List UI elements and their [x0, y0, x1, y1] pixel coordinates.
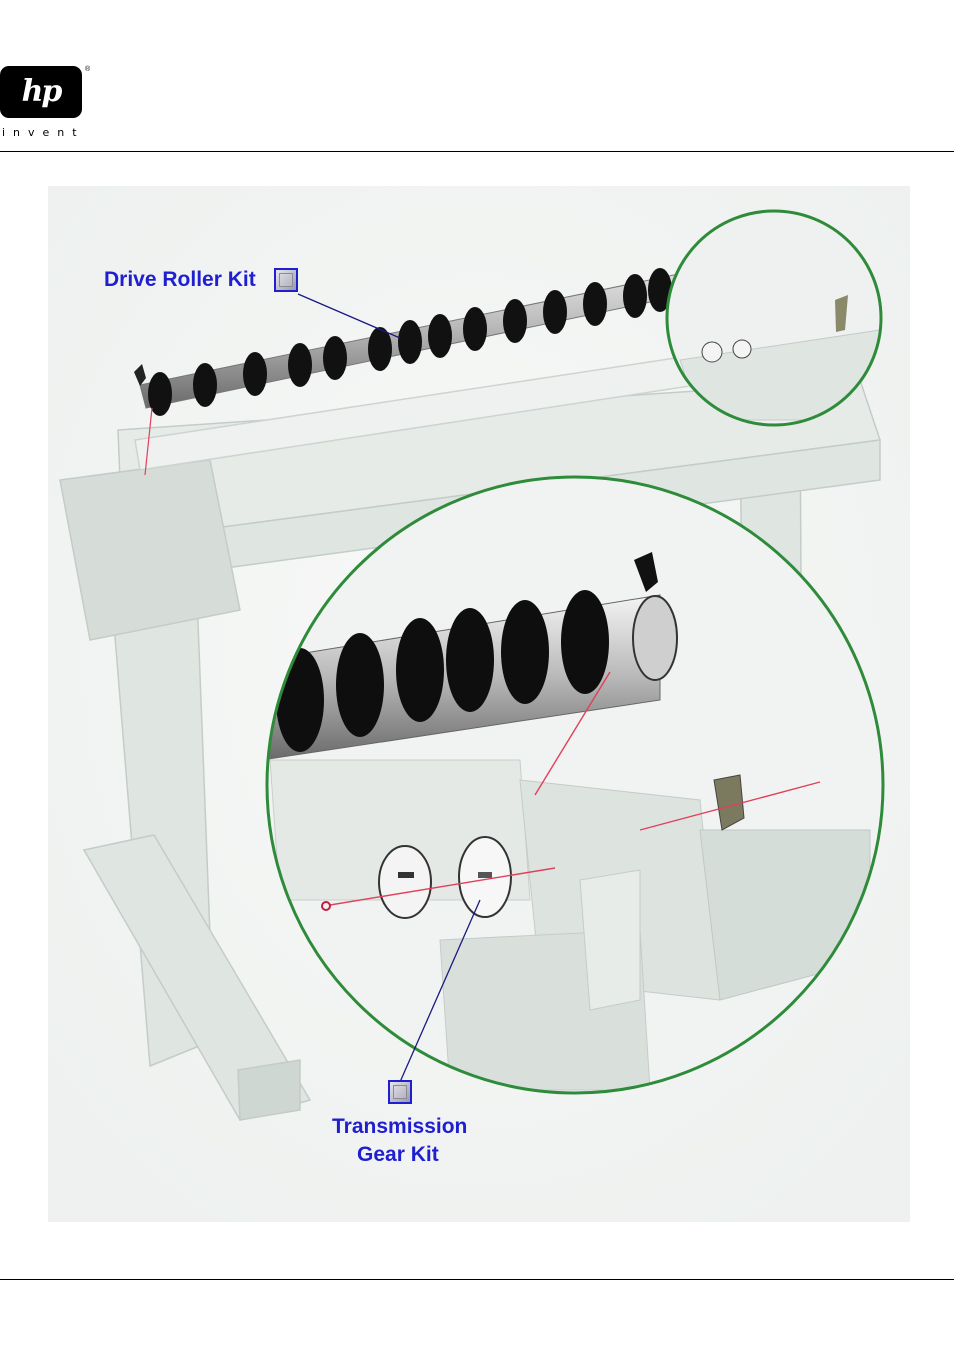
drive-roller-kit-button[interactable] — [274, 268, 298, 292]
transmission-gear-kit-label-line2: Gear Kit — [357, 1143, 439, 1167]
transmission-gear-kit-label-line1: Transmission — [332, 1115, 467, 1139]
footer-divider — [0, 1279, 954, 1280]
transmission-gear-kit-button[interactable] — [388, 1080, 412, 1104]
drive-roller-kit-label: Drive Roller Kit — [104, 268, 256, 292]
